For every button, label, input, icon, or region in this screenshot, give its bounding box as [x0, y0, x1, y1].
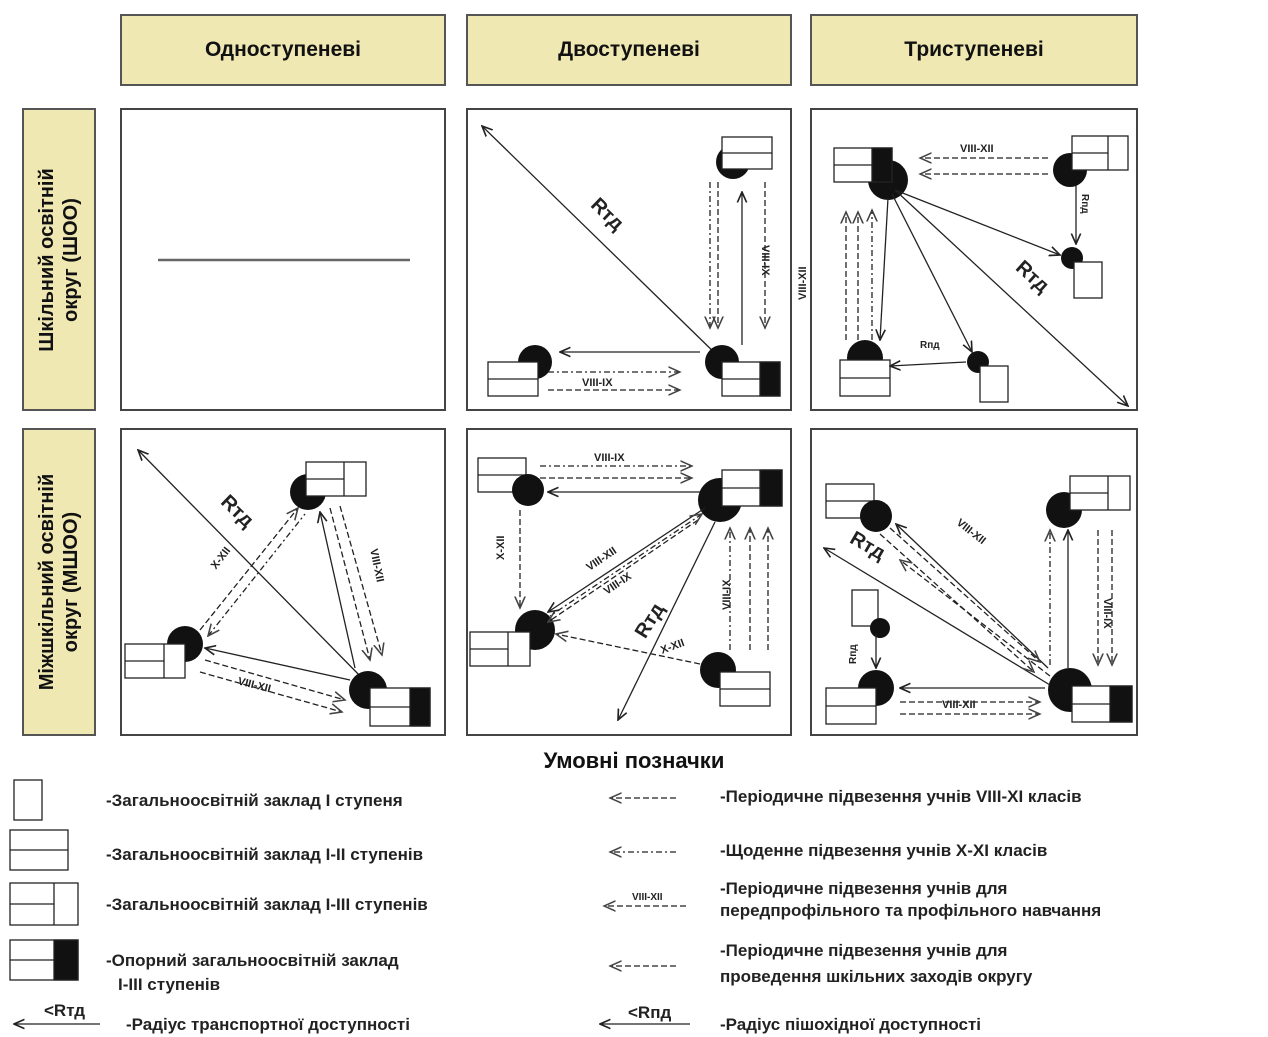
period-label: X-XII — [659, 637, 686, 657]
period-label: X-XII — [495, 536, 507, 560]
rpd-label: Rпд — [1079, 194, 1090, 214]
panel2-drawing — [482, 126, 781, 397]
period-label: VIII-XII — [960, 143, 994, 155]
legend-rtd-symbol-label: <Rтд — [44, 1001, 85, 1020]
column-header-two-stage: Двоступеневі — [466, 14, 792, 86]
panel4-drawing — [124, 450, 431, 727]
period-label: VIII-XII — [797, 266, 809, 300]
legend-title: Умовні позначки — [543, 748, 725, 773]
legend-school-1-icon — [13, 779, 43, 821]
period-label: VIII-IX — [759, 245, 771, 276]
period-label: X-XII — [209, 545, 234, 572]
legend-item-rpd: -Радіус пішохідної доступності — [720, 1015, 982, 1034]
period-label: VIII-XII — [942, 699, 976, 711]
period-label: VIII-IX — [582, 377, 613, 389]
legend-item-events-line2: проведення шкільних заходів округу — [720, 967, 1033, 986]
period-label: VIII-XII — [367, 548, 386, 583]
period-label: VIII-IX — [721, 579, 733, 610]
rtd-label: Rтд — [631, 599, 669, 642]
legend-item-rtd: -Радіус транспортної доступності — [126, 1015, 410, 1034]
rtd-label: Rтд — [216, 491, 258, 533]
panel-interschool-one-stage — [120, 428, 446, 736]
panel6-drawing — [824, 475, 1133, 725]
legend-item-profile-line2: передпрофільного та профільного навчання — [720, 901, 1102, 920]
legend-item-hub-school: -Опорний загальноосвітній заклад — [106, 951, 399, 970]
period-label: VIII-XII — [236, 676, 272, 696]
period-label: VIII-IX — [602, 570, 635, 597]
panel3-drawing — [833, 135, 1128, 406]
rtd-label: Rтд — [846, 527, 889, 565]
legend-rpd-symbol-label: <Rпд — [628, 1003, 671, 1022]
school-node — [870, 618, 890, 638]
panel5-drawing — [469, 457, 783, 720]
rpd-label: Rпд — [920, 340, 940, 351]
rtd-arrow — [482, 126, 723, 361]
legend-item-school-1: -Загальноосвітній заклад І ступеня — [106, 791, 403, 810]
legend-item-daily: -Щоденне підвезення учнів X-XI класів — [720, 841, 1048, 860]
school-1-icon — [851, 589, 879, 627]
period-label: VIII-XII — [584, 545, 619, 574]
school-node — [860, 500, 892, 532]
column-header-three-stage: Триступеневі — [810, 14, 1138, 86]
period-label: VIII-IX — [1101, 598, 1113, 629]
legend-item-school-1-3: -Загальноосвітній заклад І-ІІІ ступенів — [106, 895, 428, 914]
school-1-icon — [1073, 261, 1103, 299]
legend-item-profile-line1: -Періодичне підвезення учнів для — [720, 879, 1008, 898]
legend-item-periodic: -Періодичне підвезення учнів VIII-XI кла… — [720, 787, 1082, 806]
period-label: VIII-XII — [954, 517, 988, 547]
legend-item-hub-school-levels: І-ІІІ ступенів — [118, 975, 221, 994]
rpd-label: Rпд — [848, 644, 859, 664]
period-label: VIII-IX — [594, 452, 625, 464]
rtd-arrow — [824, 548, 1051, 686]
school-1-icon — [979, 365, 1009, 403]
legend-item-events-line1: -Періодичне підвезення учнів для — [720, 941, 1008, 960]
school-node — [512, 474, 544, 506]
legend-symbols — [9, 779, 690, 1024]
rtd-label: Rтд — [586, 194, 628, 236]
column-header-one-stage: Одноступеневі — [120, 14, 446, 86]
rtd-label: Rтд — [1011, 256, 1053, 297]
legend-item-school-1-2: -Загальноосвітній заклад І-ІІ ступенів — [106, 845, 424, 864]
legend-viii-xii-symbol-label: VIII-XII — [632, 892, 663, 903]
